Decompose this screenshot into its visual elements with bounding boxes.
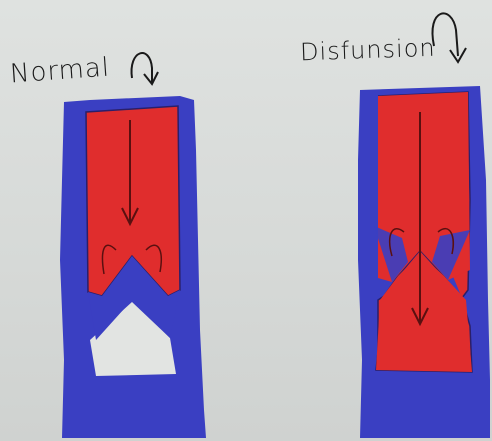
vein-dysfunction xyxy=(358,86,490,438)
curved-arrow-dysfunction-icon xyxy=(432,13,458,56)
vein-normal xyxy=(60,96,206,438)
curved-arrow-normal-icon xyxy=(132,53,152,82)
